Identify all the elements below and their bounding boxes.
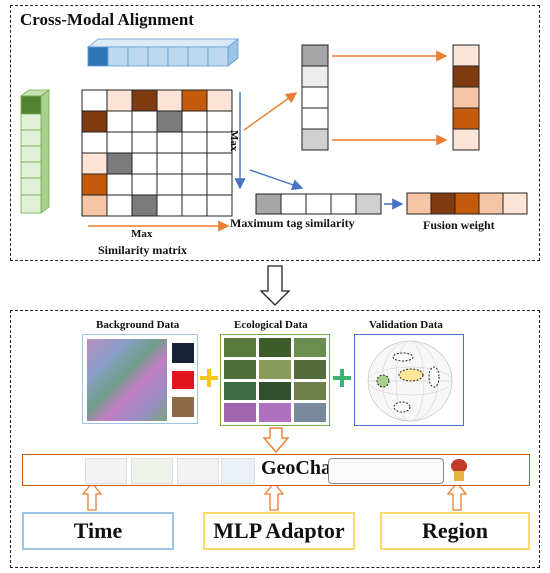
mlp-adaptor-box: MLP Adaptor xyxy=(203,512,355,550)
fusion-row xyxy=(406,192,528,215)
time-box: Time xyxy=(22,512,174,550)
down-arrow-icon xyxy=(262,427,290,454)
eco-tile xyxy=(294,403,326,422)
validation-data-label: Validation Data xyxy=(369,319,443,331)
eco-tile xyxy=(294,381,326,401)
eco-tile xyxy=(224,381,256,401)
ecological-data-image xyxy=(220,334,330,426)
satellite-image xyxy=(87,339,167,421)
eco-tile xyxy=(224,359,256,379)
validation-data-image xyxy=(354,334,464,426)
eco-tile xyxy=(224,338,256,357)
text-token-bar xyxy=(86,38,240,67)
max-tag-similarity-label: Maximum tag similarity xyxy=(230,216,355,230)
max-horizontal-label: Max xyxy=(131,228,153,240)
region-box: Region xyxy=(380,512,530,550)
task-thumbnail xyxy=(177,458,219,484)
max-tag-row xyxy=(255,193,382,215)
task-thumbnail xyxy=(85,458,127,484)
aerial-thumbnail xyxy=(172,343,194,363)
geochat-label: GeoChat xyxy=(261,457,338,479)
up-arrow-icon xyxy=(81,481,103,511)
ecological-data-label: Ecological Data xyxy=(234,319,308,331)
eco-tile xyxy=(259,338,291,357)
down-arrow-icon xyxy=(259,265,291,306)
mascot-icon xyxy=(447,457,471,483)
validation-sphere xyxy=(367,340,453,422)
plus-icon xyxy=(333,369,351,387)
eco-tile xyxy=(224,403,256,422)
geochat-bar: GeoChat xyxy=(22,454,530,486)
up-arrow-icon xyxy=(263,481,285,511)
plus-icon xyxy=(200,369,218,387)
similarity-matrix xyxy=(81,89,233,217)
cross-modal-alignment-panel xyxy=(10,5,540,261)
background-data-image xyxy=(82,334,198,424)
eco-tile xyxy=(294,338,326,357)
image-token-bar xyxy=(19,89,51,214)
eco-tile xyxy=(259,359,291,379)
section-title: Cross-Modal Alignment xyxy=(20,10,194,29)
similarity-matrix-label: Similarity matrix xyxy=(98,243,187,257)
grounded-caption-box xyxy=(328,458,444,484)
fusion-column xyxy=(452,44,480,151)
geochat-panel xyxy=(10,310,540,568)
eco-tile xyxy=(259,381,291,401)
terrain-thumbnail xyxy=(172,397,194,417)
background-data-label: Background Data xyxy=(96,319,180,331)
eco-tile xyxy=(259,403,291,422)
fusion-weight-label: Fusion weight xyxy=(423,218,495,232)
row-max-column xyxy=(301,44,329,151)
task-thumbnail xyxy=(221,458,255,484)
eco-tile xyxy=(294,359,326,379)
up-arrow-icon xyxy=(446,481,468,511)
red-thumbnail xyxy=(172,371,194,389)
task-thumbnail xyxy=(131,458,173,484)
